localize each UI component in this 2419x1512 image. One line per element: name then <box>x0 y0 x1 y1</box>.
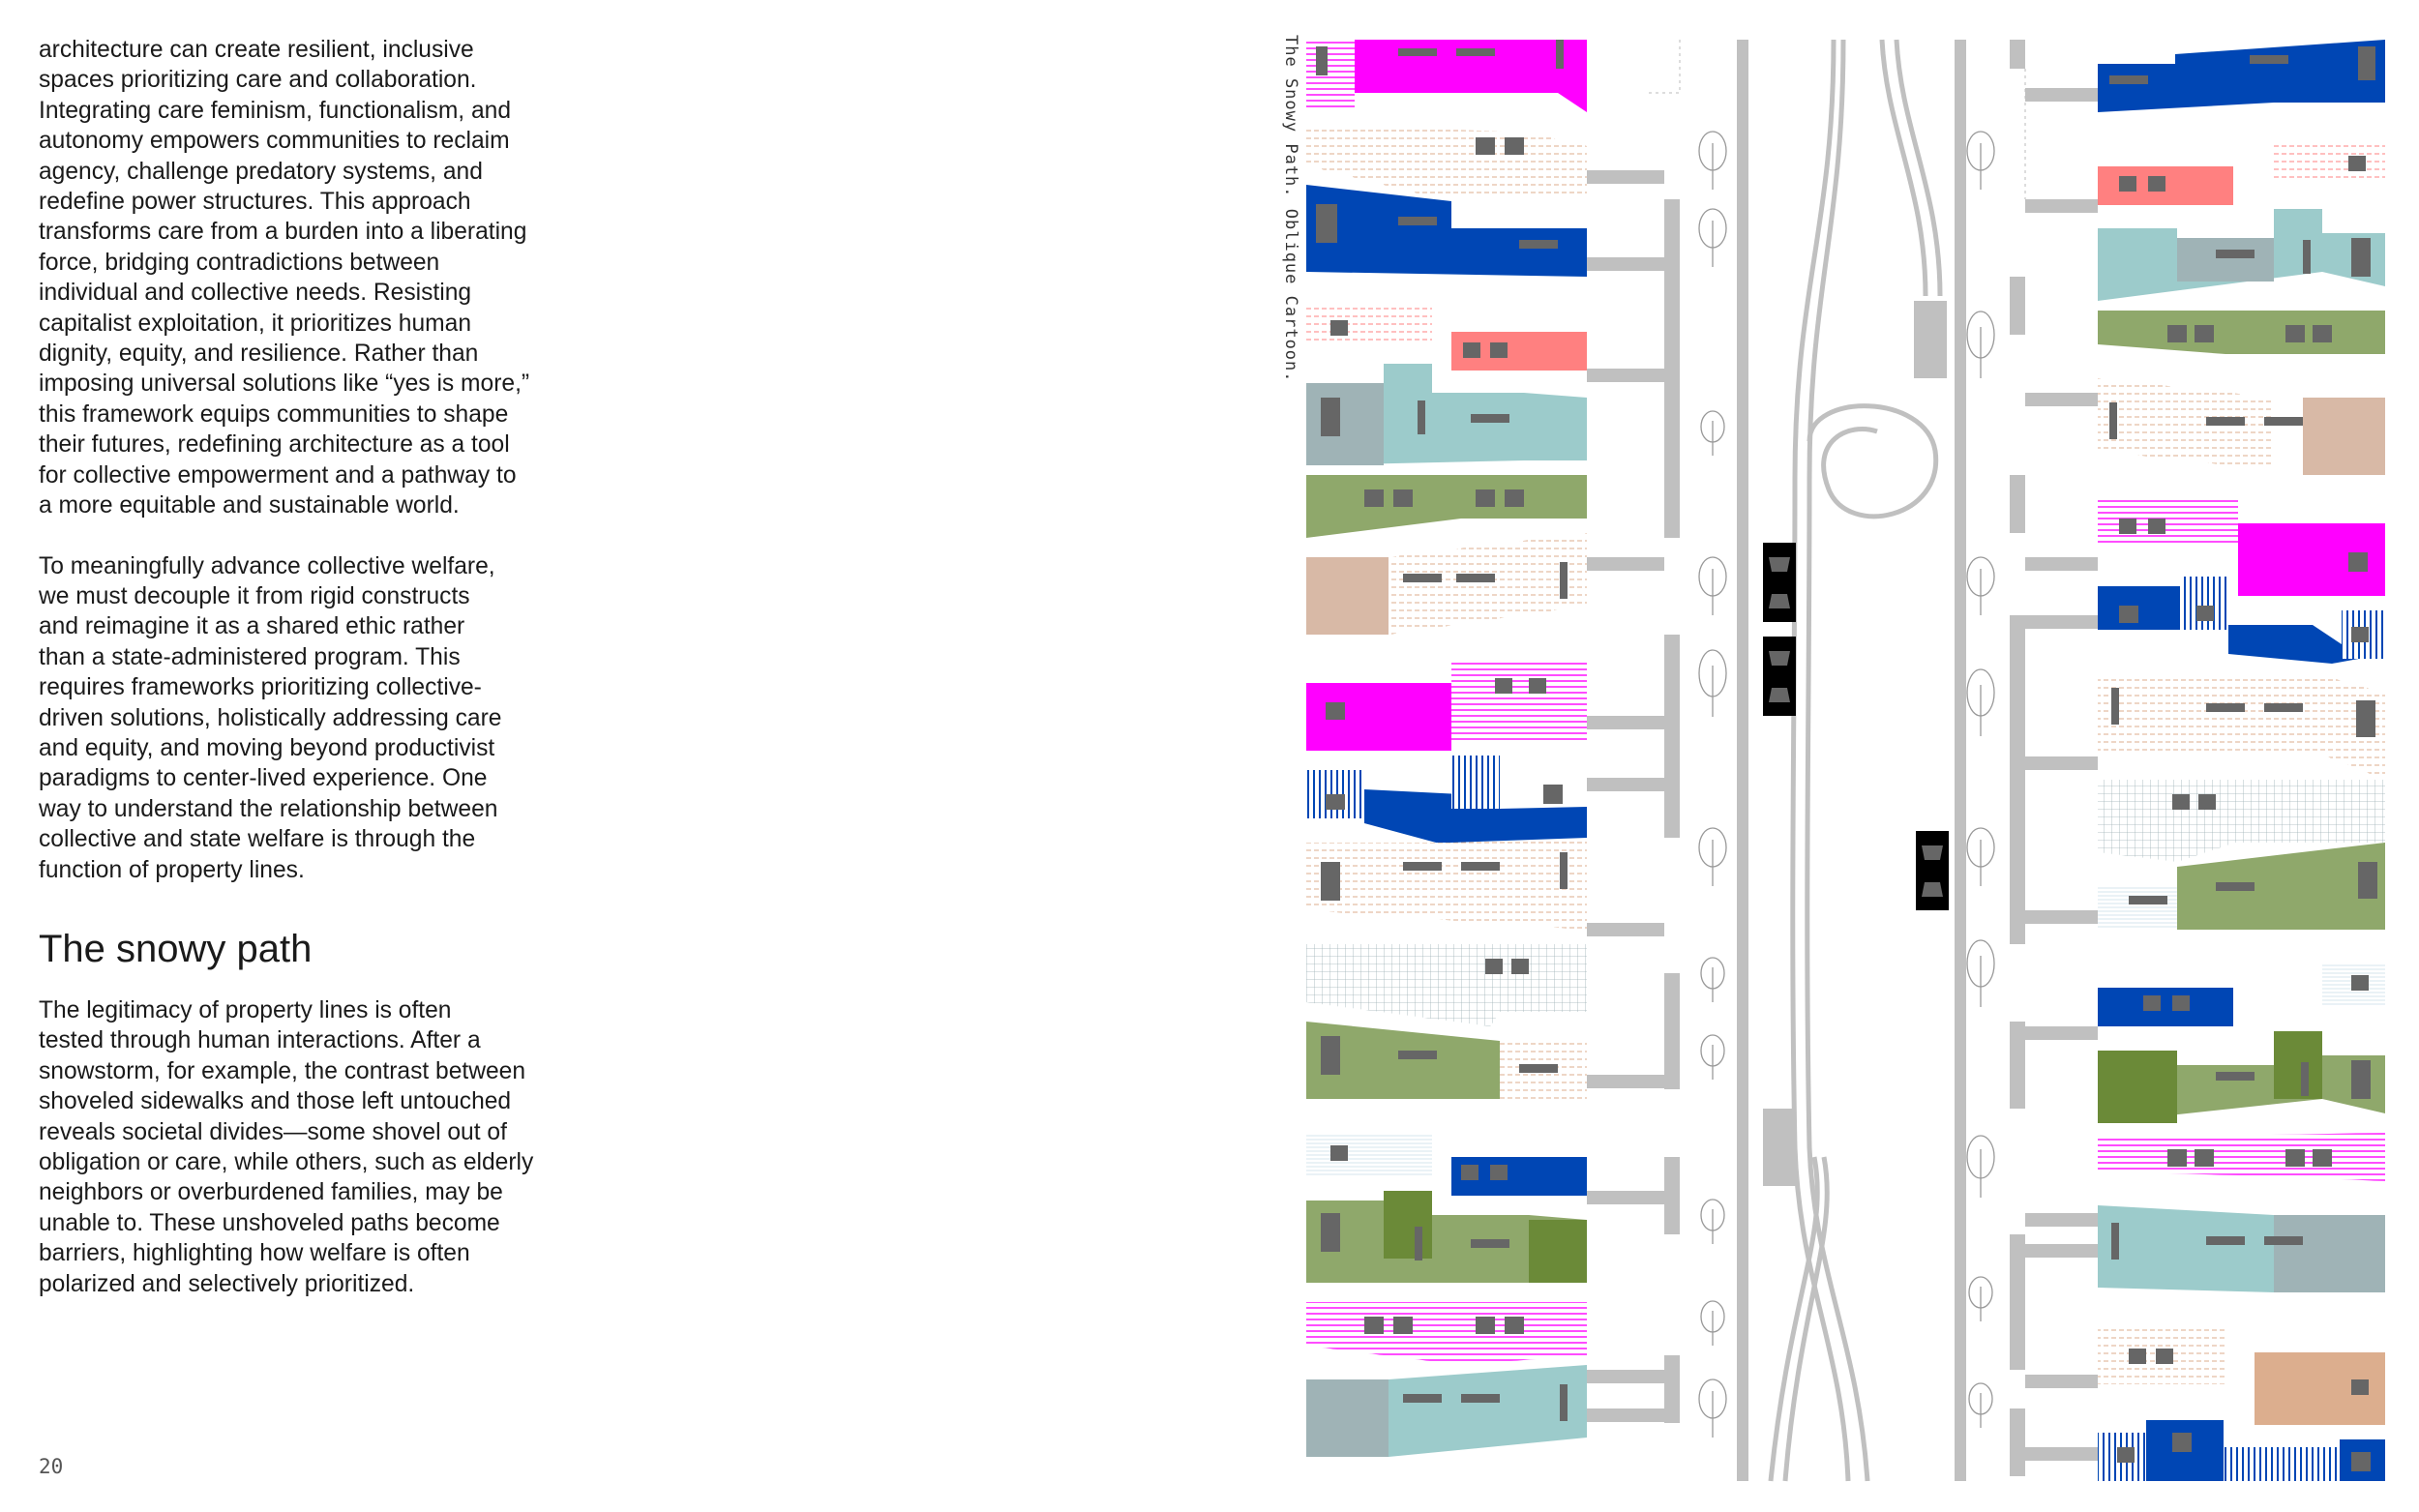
figure-caption: The Snowy Path. Oblique Cartoon. <box>1281 35 1300 383</box>
car-3 <box>1916 831 1949 910</box>
car-2 <box>1763 637 1796 716</box>
left-houses <box>1306 40 1587 1457</box>
section-paragraph: The legitimacy of property lines is ofte… <box>39 996 534 1297</box>
road-blocks <box>1763 40 1966 1481</box>
car-1 <box>1763 543 1796 622</box>
right-houses <box>2098 40 2385 1481</box>
snowy-path-illustration <box>1306 39 2385 1482</box>
body-paragraph-1: architecture can create resilient, inclu… <box>39 37 530 519</box>
cars <box>1763 543 1949 910</box>
page-number: 20 <box>39 1455 64 1478</box>
road <box>1768 39 1943 1482</box>
left-sidewalk <box>1587 40 1748 1481</box>
body-paragraph-2: To meaningfully advance collective welfa… <box>39 552 502 883</box>
right-sidewalk <box>2010 40 2098 1476</box>
footpath-line <box>1645 40 1681 94</box>
section-heading: The snowy path <box>39 927 313 970</box>
right-trees <box>1966 131 1995 1428</box>
left-trees <box>1698 131 1727 1438</box>
article-column: architecture can create resilient, inclu… <box>39 35 581 1299</box>
